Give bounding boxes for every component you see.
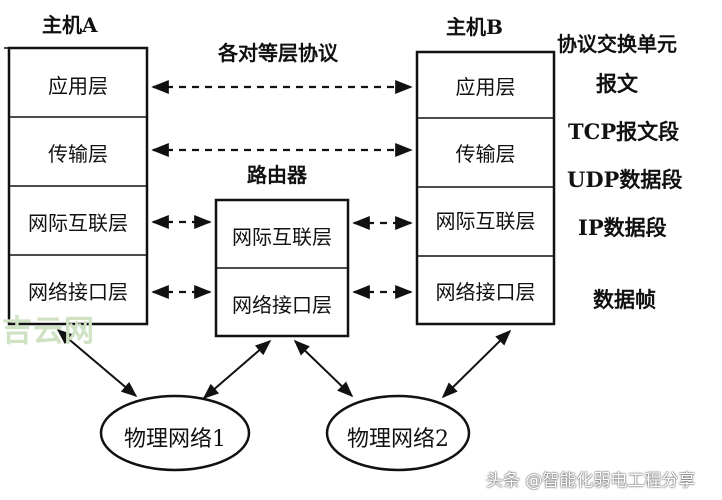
router-stack	[214, 198, 350, 338]
link-host-a-net1	[56, 328, 138, 398]
host-b-stack	[415, 50, 556, 326]
host-a-layer-network-interface: 网络接口层	[28, 280, 128, 304]
router-title: 路由器	[247, 163, 307, 187]
host-b-layer-internet: 网际互联层	[435, 209, 536, 233]
host-a-layer-application: 应用层	[48, 74, 108, 98]
network-links	[56, 328, 512, 400]
pdu-frame: 数据帧	[593, 287, 656, 312]
host-b-layer-application: 应用层	[455, 75, 516, 99]
host-b-layer-network-interface: 网络接口层	[435, 280, 536, 304]
pdu-udp-datagram: UDP数据段	[567, 167, 683, 192]
host-a-title: 主机A	[42, 13, 98, 37]
host-b-title: 主机B	[446, 15, 503, 39]
pdu-tcp-segment: TCP报文段	[568, 119, 680, 144]
link-router-net1	[202, 339, 272, 400]
host-a-stack	[4, 46, 149, 326]
link-host-b-net2	[441, 329, 512, 399]
pdu-header: 协议交换单元	[557, 32, 677, 56]
router-layer-network-interface: 网络接口层	[232, 293, 332, 317]
credit-text: 头条 @智能化弱电工程分享	[486, 471, 696, 491]
host-a-layer-internet: 网际互联层	[28, 211, 128, 235]
physical-network-1-shape	[99, 394, 251, 472]
peer-arrows	[151, 79, 413, 300]
physical-network-1-label: 物理网络1	[124, 427, 226, 452]
pdu-message: 报文	[596, 71, 638, 96]
peer-protocol-label: 各对等层协议	[218, 41, 338, 65]
router-layer-internet: 网际互联层	[232, 225, 332, 249]
host-a-layer-transport: 传输层	[48, 142, 108, 166]
link-router-net2	[293, 339, 354, 398]
pdu-ip-datagram: IP数据段	[578, 215, 667, 240]
watermark-logo: 吉云网	[2, 314, 95, 349]
physical-network-2-label: 物理网络2	[347, 427, 449, 452]
host-b-layer-transport: 传输层	[455, 142, 516, 166]
physical-network-2-shape	[325, 394, 471, 472]
